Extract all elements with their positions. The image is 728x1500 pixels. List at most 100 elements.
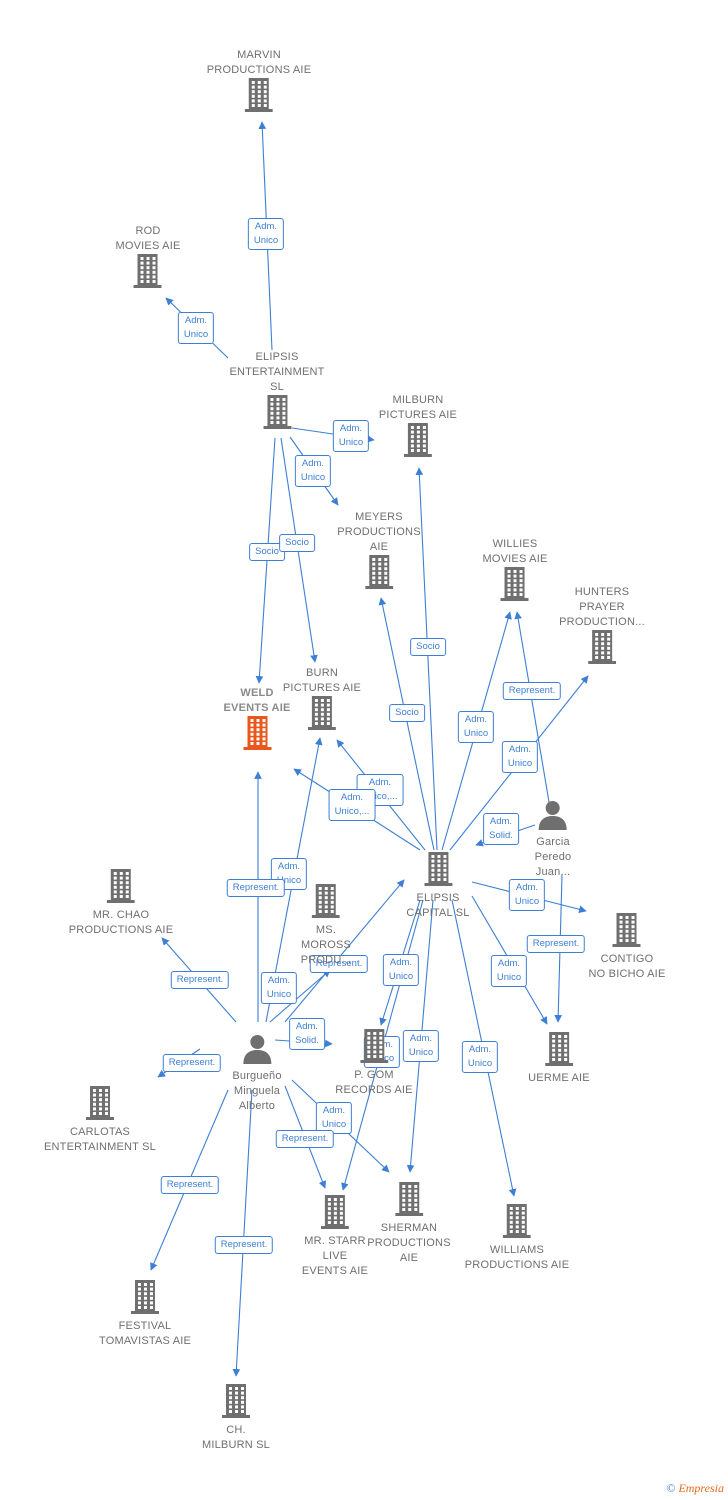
- edge-label[interactable]: Represent.: [162, 1054, 222, 1072]
- edge-label[interactable]: Adm.Unico: [270, 858, 308, 890]
- copyright-symbol: ©: [666, 1481, 676, 1495]
- edge-burgueno-chao: [269, 969, 331, 1023]
- footer-brand: © Empresia: [666, 1481, 724, 1496]
- node-chmilburn[interactable]: CH.MILBURN SL: [202, 1384, 270, 1453]
- building-icon: [99, 1280, 191, 1319]
- edge-label[interactable]: Adm.Unico: [260, 972, 298, 1004]
- building-icon: [406, 852, 469, 891]
- edge-label[interactable]: Adm.Unico: [247, 218, 285, 250]
- building-icon: [283, 696, 361, 735]
- node-label: CH.MILBURN SL: [201, 1424, 271, 1451]
- edge-label[interactable]: Represent.: [160, 1176, 220, 1194]
- building-icon: [335, 1029, 412, 1068]
- edge-label[interactable]: Adm.Unico: [457, 711, 495, 743]
- edge-label[interactable]: Adm.Unico,...: [328, 789, 376, 821]
- building-icon: [483, 567, 548, 606]
- edge-label[interactable]: Adm.Solid.: [483, 813, 519, 845]
- edge-burgueno-moross: [284, 879, 405, 1023]
- edge-label[interactable]: Socio: [249, 543, 285, 561]
- edge-burgueno-festival: [232, 1089, 253, 1377]
- edge-label[interactable]: Adm.Unico: [177, 312, 215, 344]
- edge-label[interactable]: Adm.Unico: [294, 455, 332, 487]
- person-icon: [232, 1034, 281, 1069]
- edge-label[interactable]: Adm.Unico: [382, 954, 420, 986]
- building-icon: [116, 254, 181, 293]
- edge-label[interactable]: Represent.: [526, 935, 586, 953]
- edge-label[interactable]: Socio: [279, 534, 315, 552]
- node-uerme[interactable]: UERME AIE: [528, 1032, 590, 1086]
- edge-label[interactable]: Represent.: [275, 1130, 335, 1148]
- edge-garcia-willies: [514, 611, 551, 809]
- edge-label[interactable]: Represent.: [214, 1236, 274, 1254]
- edge-label[interactable]: Socio: [410, 638, 446, 656]
- building-icon: [202, 1384, 270, 1423]
- edge-label[interactable]: Adm.Unico: [501, 741, 539, 773]
- edge-label[interactable]: Represent.: [309, 955, 369, 973]
- building-icon: [207, 78, 311, 117]
- edge-label[interactable]: Represent.: [170, 971, 230, 989]
- edge-label[interactable]: Adm.Solid.: [289, 1018, 325, 1050]
- building-icon: [559, 630, 645, 669]
- edge-elipsis_cap-milburn_pic: [415, 467, 438, 851]
- edge-label[interactable]: Represent.: [226, 879, 286, 897]
- edge-label[interactable]: Adm.Unico: [315, 1102, 353, 1134]
- edge-label[interactable]: Adm.Unico: [461, 1041, 499, 1073]
- building-icon: [528, 1032, 590, 1071]
- building-icon: [302, 1195, 368, 1234]
- edge-elipsis_cap-meyers: [378, 597, 435, 851]
- building-icon: [589, 913, 666, 952]
- edge-label[interactable]: Adm.Unico: [508, 879, 546, 911]
- edge-label[interactable]: Socio: [389, 704, 425, 722]
- edge-label[interactable]: Adm.Unico: [332, 420, 370, 452]
- building-icon: [44, 1086, 156, 1125]
- edge-label[interactable]: Adm.Unico: [490, 955, 528, 987]
- edge-label[interactable]: Adm.Unico: [402, 1030, 440, 1062]
- person-icon: [535, 800, 572, 835]
- node-label: UERME AIE: [528, 1072, 590, 1084]
- building-icon: [224, 716, 291, 755]
- building-icon: [465, 1204, 569, 1243]
- edge-label[interactable]: Represent.: [502, 682, 562, 700]
- building-icon: [337, 555, 420, 594]
